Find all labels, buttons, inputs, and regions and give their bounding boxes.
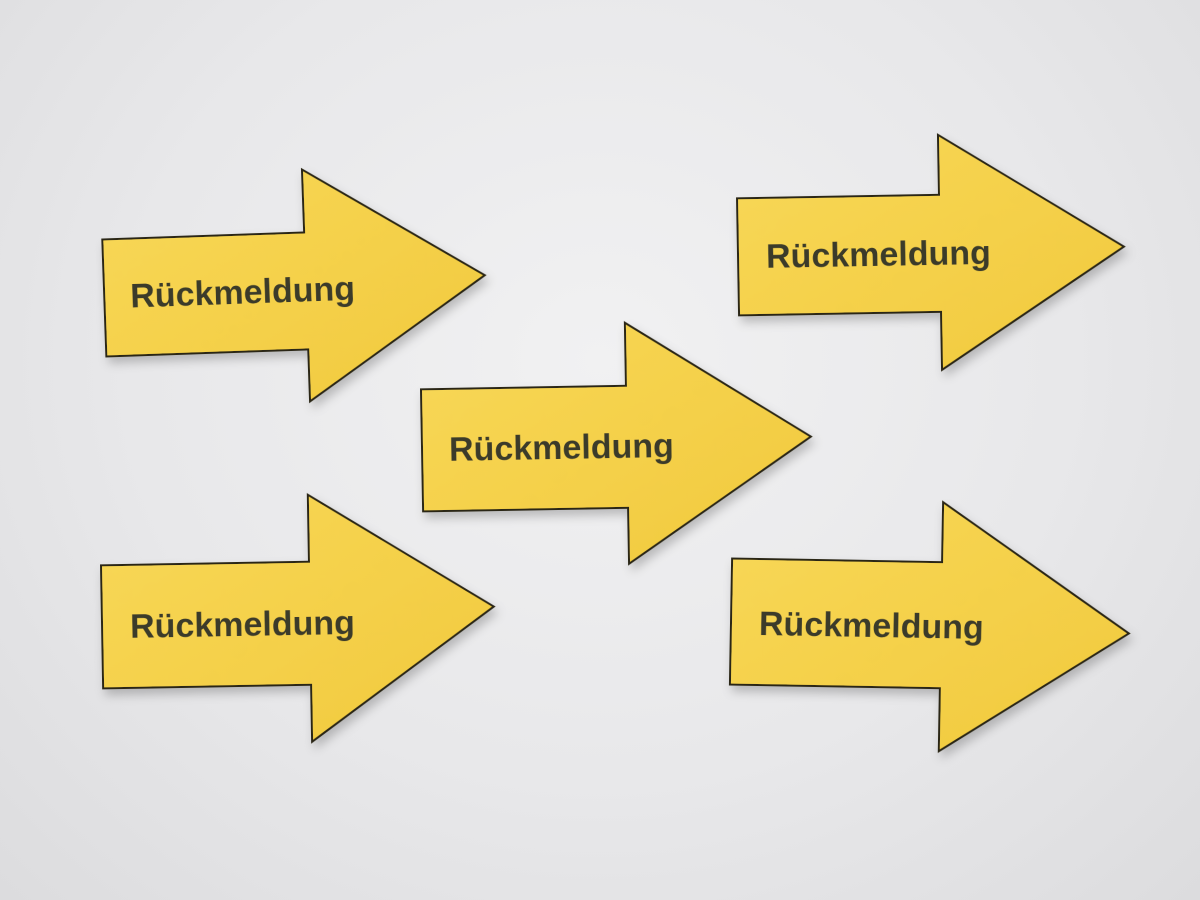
arrow-sign: Rückmeldung xyxy=(101,167,487,404)
arrow-sign: Rückmeldung xyxy=(736,133,1126,372)
arrow-label: Rückmeldung xyxy=(130,270,356,316)
arrow-label: Rückmeldung xyxy=(766,234,991,276)
arrow-shape xyxy=(101,167,487,404)
arrow-sign: Rückmeldung xyxy=(99,492,496,744)
arrow-label: Rückmeldung xyxy=(449,427,674,469)
arrow-shape xyxy=(736,133,1126,372)
arrow-shape xyxy=(419,321,813,566)
arrow-shape xyxy=(728,500,1131,753)
arrow-shape xyxy=(99,492,496,744)
arrow-sign: Rückmeldung xyxy=(419,321,813,566)
arrow-label: Rückmeldung xyxy=(759,605,984,647)
arrow-label: Rückmeldung xyxy=(130,604,355,646)
arrow-sign: Rückmeldung xyxy=(728,500,1131,753)
